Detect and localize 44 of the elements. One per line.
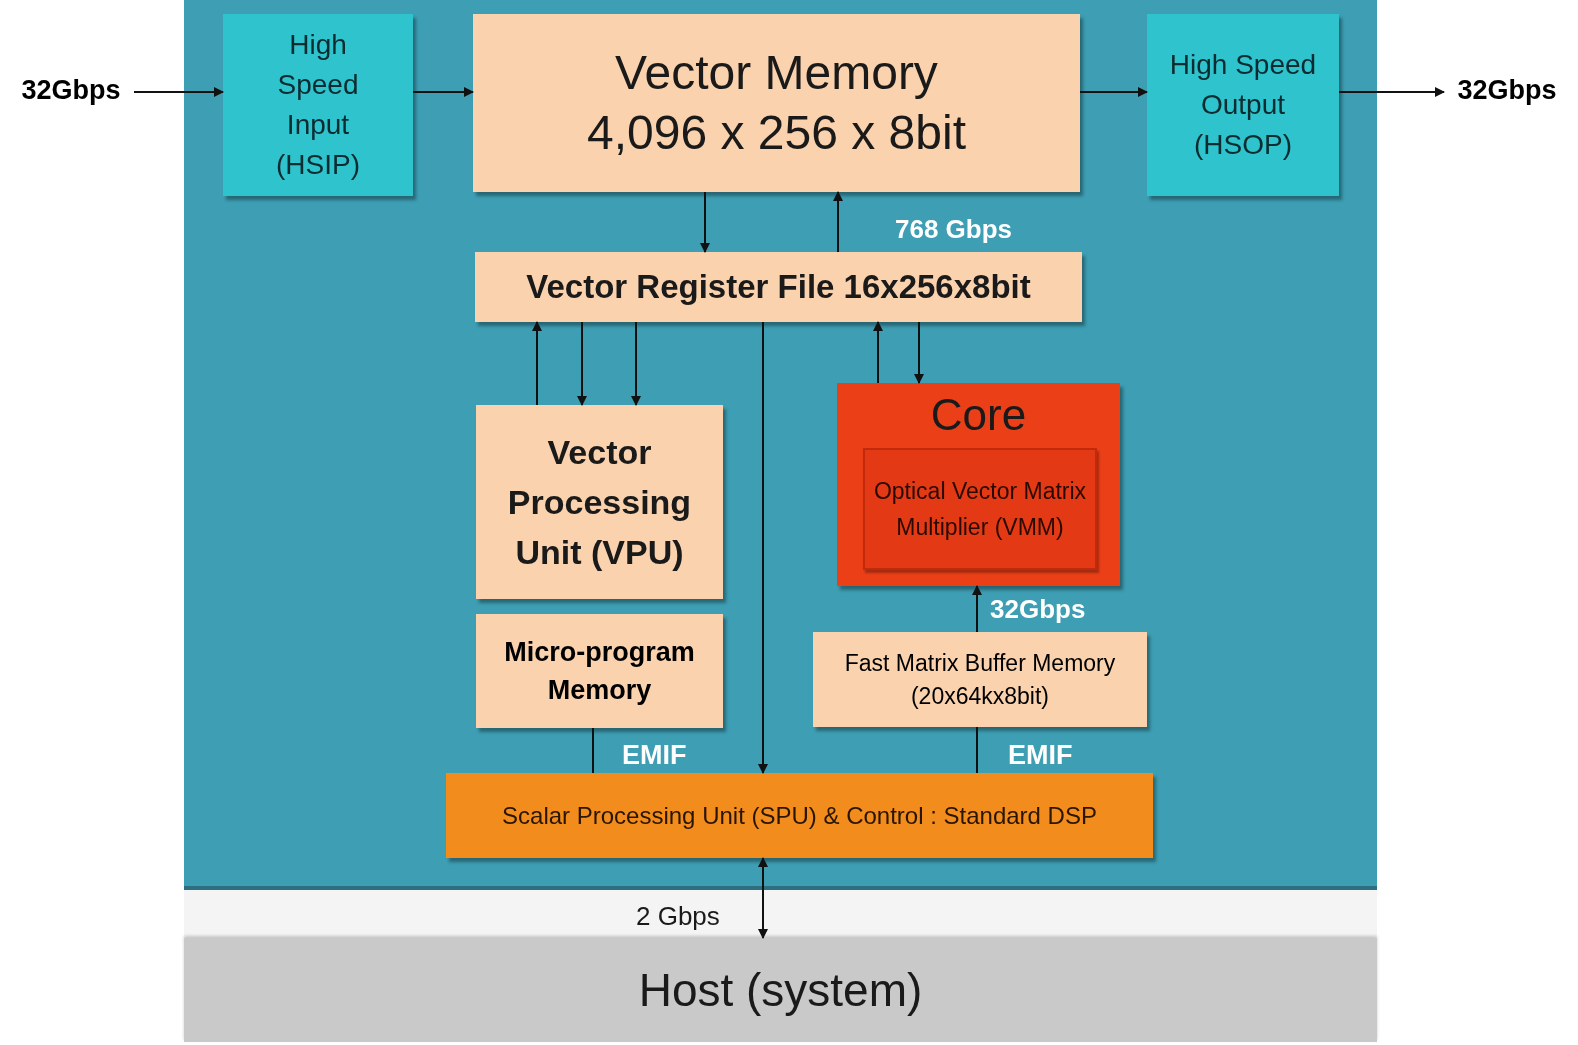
memory-box [476, 614, 723, 728]
arrow [532, 321, 542, 406]
edge-label: EMIF [622, 739, 687, 772]
buffer-memory-box [813, 632, 1147, 727]
arrow [833, 191, 843, 253]
node-text: 4,096 x 256 x 8bit [587, 105, 966, 161]
node-text: Core [930, 389, 1027, 441]
arrow [758, 857, 768, 939]
node-text: Fast Matrix Buffer Memory (20x64kx8bit) [843, 648, 1117, 711]
node-text: High Speed Input (HSIP) [275, 28, 361, 182]
arrow [758, 321, 768, 774]
node-text: Scalar Processing Unit (SPU) & Control : Standard DSP [502, 800, 1097, 831]
arrow [914, 321, 924, 384]
core-box [837, 383, 1120, 586]
arrow [972, 585, 982, 633]
host-box [184, 938, 1377, 1042]
node-text: 32Gbps [1457, 73, 1557, 107]
arrow [1338, 87, 1445, 97]
node-text: Vector Processing Unit (VPU) [506, 432, 693, 573]
arrow [631, 321, 641, 406]
arrow [700, 191, 710, 253]
arrow [412, 87, 474, 97]
arrow [577, 321, 587, 406]
processing-unit-box [476, 405, 723, 599]
edge-label: EMIF [1008, 739, 1073, 772]
control-unit-box [446, 773, 1153, 858]
arrow [1079, 87, 1148, 97]
node-text: Vector Memory [615, 45, 938, 101]
memory-box [473, 14, 1080, 192]
input-box [223, 14, 413, 196]
edge-label: 2 Gbps [636, 900, 720, 933]
node-text: Optical Vector Matrix Multiplier (VMM) [872, 477, 1088, 542]
register-file-box [475, 252, 1082, 322]
output-box [1147, 14, 1339, 196]
node-text: Vector Register File 16x256x8bit [526, 267, 1031, 308]
arrow [873, 321, 883, 384]
node-text: High Speed Output (HSOP) [1168, 48, 1318, 162]
multiplier-box [863, 448, 1097, 570]
node-text: Host (system) [638, 962, 923, 1018]
edge-label: 32Gbps [990, 593, 1086, 626]
edge-label: 768 Gbps [895, 213, 1013, 246]
node-text: Micro-program Memory [503, 636, 696, 707]
node-text: 32Gbps [21, 73, 121, 107]
arrow [133, 87, 224, 97]
